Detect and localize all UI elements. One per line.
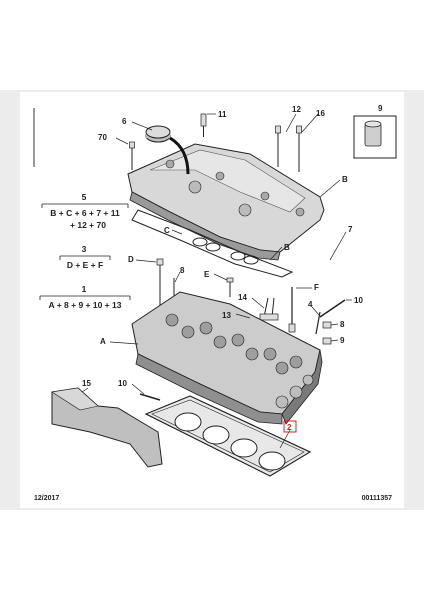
studs-14 [259, 297, 279, 321]
dowel-e [226, 277, 234, 297]
callout-8-right: 8 [340, 320, 345, 329]
group-5: 5 B + C + 6 + 7 + 11 + 12 + 70 [41, 192, 129, 230]
callout-f: F [314, 283, 319, 292]
head-gasket [144, 395, 312, 477]
group-5-line1: B + C + 6 + 7 + 11 [50, 208, 120, 218]
bolt-16 [296, 125, 302, 172]
group-5-number: 5 [82, 192, 87, 202]
group-3-number: 3 [82, 244, 87, 254]
pin-10-right [319, 299, 346, 318]
group-1: 1 A + 8 + 9 + 10 + 13 [39, 284, 131, 310]
callout-b-cover: B [342, 175, 348, 184]
oil-filler-cap [145, 125, 190, 175]
valve-cover [127, 143, 325, 261]
leader-lines [81, 113, 352, 449]
callout-15: 15 [82, 379, 91, 388]
callout-16: 16 [316, 109, 325, 118]
callout-11: 11 [218, 110, 227, 119]
bolt-12 [275, 125, 281, 167]
plug-9-right [322, 337, 332, 345]
callout-14: 14 [238, 293, 247, 302]
callout-12: 12 [292, 105, 301, 114]
bolt-d [156, 258, 164, 312]
callout-10-right: 10 [354, 296, 363, 305]
callout-70: 70 [98, 133, 107, 142]
callout-4: 4 [308, 300, 313, 309]
bolt-11 [200, 113, 207, 137]
group-1-line1: A + 8 + 9 + 10 + 13 [49, 300, 122, 310]
valve-cover-gasket [131, 209, 294, 278]
exploded-view-diagram: 6 11 12 16 9 70 B C B 7 D 8 E F 14 13 4 … [33, 104, 397, 502]
footer-reference: 00111357 [362, 495, 392, 502]
callout-9-inset: 9 [378, 104, 383, 113]
diagram-card: 6 11 12 16 9 70 B C B 7 D 8 E F 14 13 4 … [20, 92, 404, 508]
callout-7: 7 [348, 225, 353, 234]
footer-date: 12/2017 [34, 495, 59, 502]
callout-2: 2 [287, 423, 292, 432]
group-3-line1: D + E + F [67, 260, 103, 270]
inset-part-9 [353, 115, 397, 159]
callout-2-highlight-box [283, 420, 297, 433]
group-5-line2: + 12 + 70 [70, 220, 106, 230]
callout-10-left: 10 [118, 379, 127, 388]
plug-8-right [322, 321, 332, 329]
callout-d: D [128, 255, 134, 264]
callout-13: 13 [222, 311, 231, 320]
callout-8-top: 8 [180, 266, 185, 275]
callout-c: C [164, 226, 170, 235]
callout-9-right: 9 [340, 336, 345, 345]
bolt-70 [129, 141, 135, 170]
callout-e: E [204, 270, 210, 279]
cylinder-head [131, 291, 323, 425]
group-1-number: 1 [82, 284, 87, 294]
callout-b-gasket: B [284, 243, 290, 252]
group-3: 3 D + E + F [59, 244, 111, 270]
callout-6: 6 [122, 117, 127, 126]
bolt-f [288, 287, 296, 333]
pin-10-left [139, 393, 161, 401]
callout-a: A [100, 337, 106, 346]
heat-shield [51, 387, 163, 468]
